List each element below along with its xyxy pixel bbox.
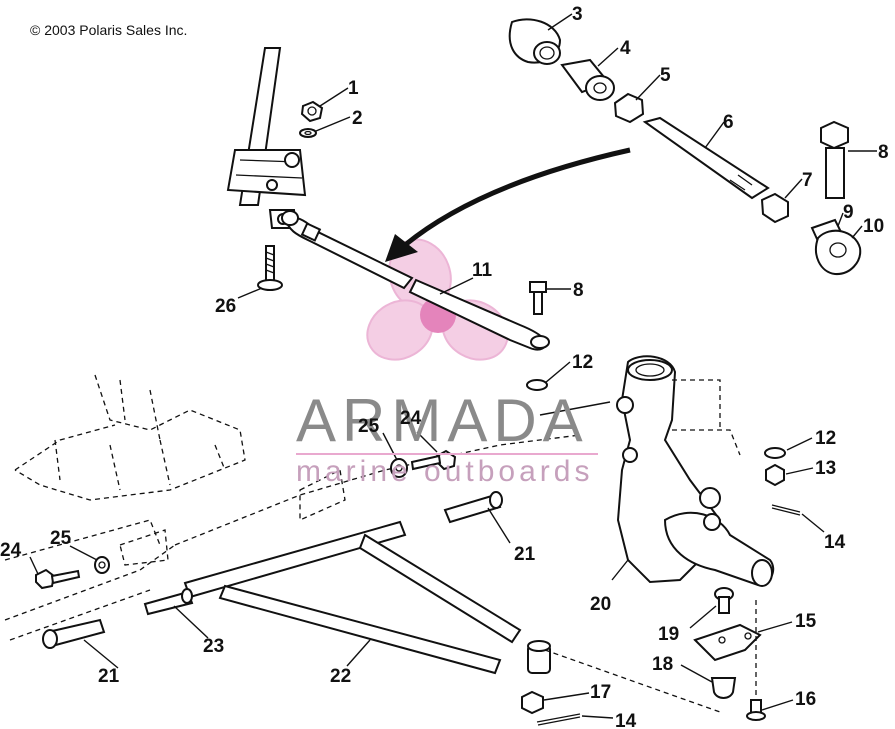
bolt-part [820,120,849,199]
callout-2: 2 [352,108,363,129]
cotter-pin-part [771,504,801,516]
callout-12: 12 [815,428,836,449]
callout-8: 8 [878,142,889,163]
callout-17: 17 [590,682,611,703]
bushing-part [560,58,615,101]
callout-25: 25 [50,528,72,549]
callout-12: 12 [572,352,593,373]
watermark-title: ARMADA [296,387,589,454]
washer-part [526,379,548,391]
bolt-part [529,281,547,315]
callout-4: 4 [620,38,631,59]
callout-3: 3 [572,4,583,25]
jam-nut-part [613,92,645,124]
callout-23: 23 [203,636,224,657]
callout-1: 1 [348,78,359,99]
bolt-part [410,449,457,471]
callout-15: 15 [795,611,817,632]
tie-rod [281,210,550,351]
a-arm [183,520,551,675]
callout-6: 6 [723,112,734,133]
callout-24: 24 [0,540,22,561]
castle-nut-part [765,463,785,487]
bushing-part [143,588,194,616]
callout-21: 21 [98,666,120,687]
callout-8: 8 [573,280,584,301]
adjuster-sleeve-part [642,116,770,200]
callout-numbers: 1 2 3 4 5 6 7 8 8 9 10 11 12 12 13 14 14… [0,4,889,729]
callout-11: 11 [472,260,493,281]
castle-nut-part [521,690,544,715]
callout-26: 26 [215,296,236,317]
callout-7: 7 [802,170,813,191]
steering-post [226,47,307,229]
bolt-part [35,568,81,590]
callout-25: 25 [358,416,380,437]
nut-part [300,100,324,123]
callout-14: 14 [824,532,846,553]
callout-24: 24 [400,408,422,429]
bushing-part [42,618,106,649]
cotter-pin-part [536,713,581,726]
leader-lines [29,13,877,719]
vehicle-frame [4,374,581,641]
rod-end-part [508,18,562,65]
ball-joint-part [710,677,737,699]
callout-14: 14 [615,711,637,729]
callout-9: 9 [843,202,854,223]
washer-part [390,458,408,478]
callout-22: 22 [330,666,351,687]
callout-20: 20 [590,594,611,615]
washer-part [299,128,317,138]
direction-arrow [385,147,631,262]
jam-nut-part [760,192,789,224]
copyright-notice: © 2003 Polaris Sales Inc. [30,22,188,38]
callout-21: 21 [514,544,536,565]
assembly-line [544,649,721,713]
ball-joint-plate-part [693,623,762,662]
washer-part [94,556,110,574]
callout-5: 5 [660,65,671,86]
rod-end-part [815,229,862,276]
washer-part [764,447,786,459]
callout-13: 13 [815,458,836,479]
bolt-part [257,245,283,291]
callout-10: 10 [863,216,884,237]
watermark-subtitle: marine outboards [296,455,593,488]
callout-18: 18 [652,654,673,675]
bolt-part [746,699,766,721]
spindle [616,355,775,587]
callout-19: 19 [658,624,679,645]
ball-joint-bolt-part [714,587,734,614]
callout-16: 16 [795,689,816,710]
bushing-part [443,491,503,524]
